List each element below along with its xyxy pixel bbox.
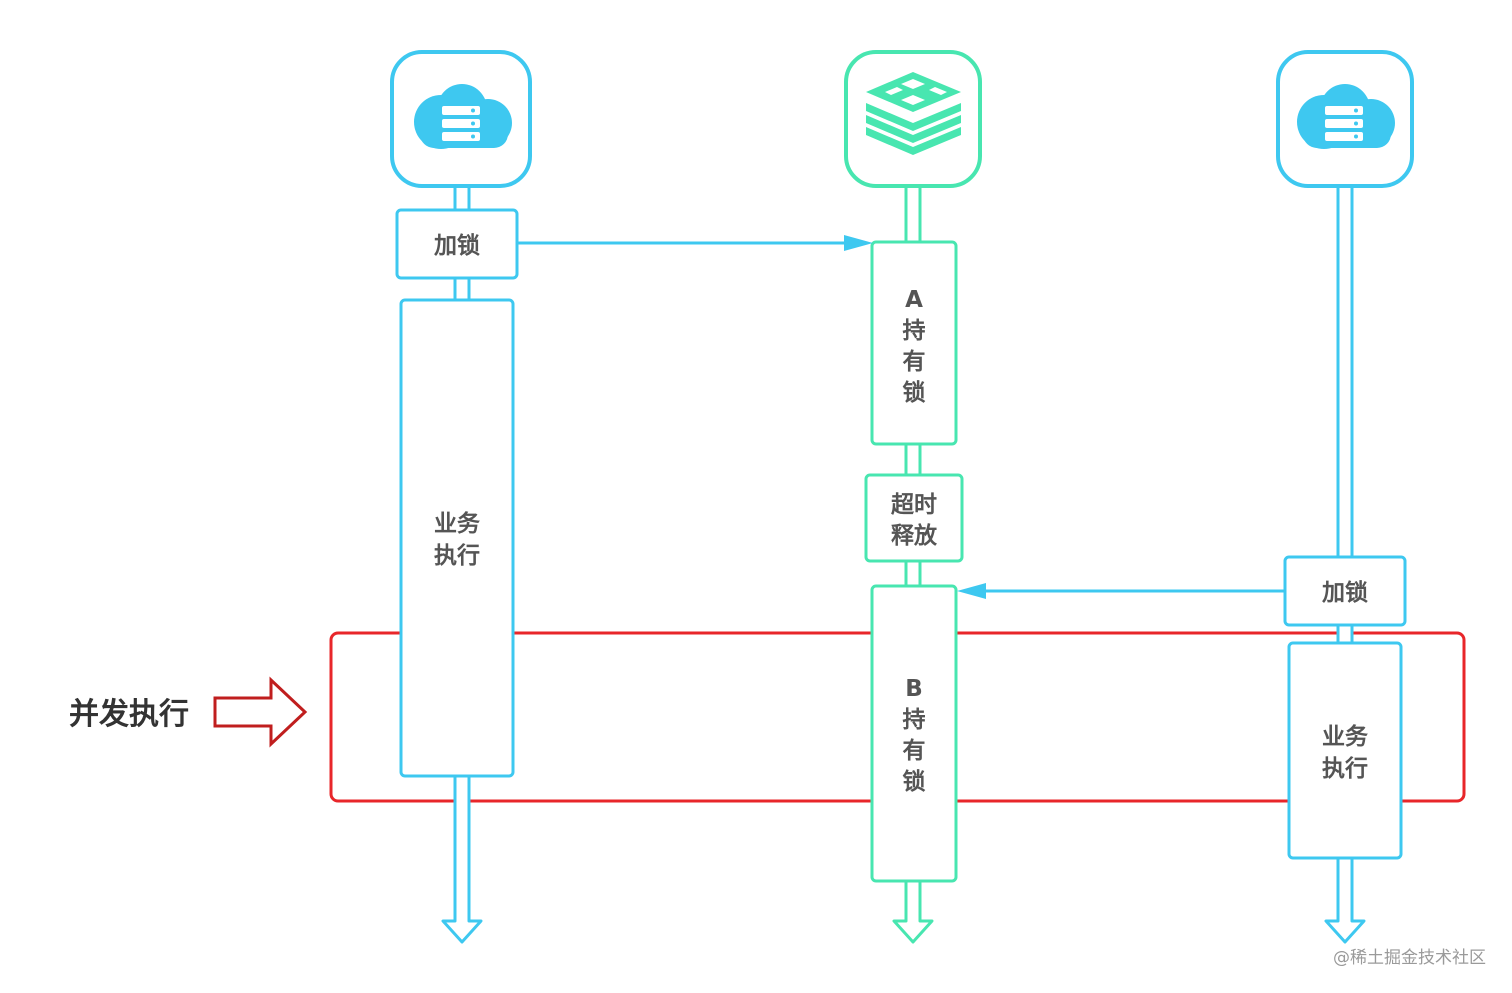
- client-b-down-arrow: [1324, 855, 1366, 944]
- client-a-lifeline: [441, 184, 483, 944]
- watermark: @稀土掘金技术社区: [1333, 948, 1486, 968]
- redis-down-arrow: [892, 878, 934, 944]
- client-b-exec-line1: 业务: [1322, 724, 1369, 750]
- client-a-exec-line1: 业务: [434, 511, 481, 537]
- redis-timeout-box: 超时 释放: [864, 473, 964, 563]
- hold-b-char-0: B: [905, 676, 923, 702]
- hold-b-char-1: 持: [903, 707, 926, 733]
- timeout-line2: 释放: [891, 522, 938, 549]
- arrowhead-left: [957, 583, 986, 599]
- client-a-lock-box: 加锁: [395, 208, 519, 280]
- client-b-lock-request-arrow: [957, 583, 1285, 599]
- client-a-down-arrow: [441, 773, 483, 944]
- client-a-exec-box: 业务 执行: [399, 298, 515, 778]
- redis-hold-b-box: B 持 有 锁: [870, 584, 958, 883]
- client-a-lock-label: 加锁: [433, 232, 480, 259]
- hold-a-char-2: 有: [903, 348, 926, 375]
- timeout-line1: 超时: [891, 492, 937, 518]
- redis-hold-a-box: A 持 有 锁: [870, 240, 958, 446]
- hold-a-char-1: 持: [903, 318, 926, 344]
- cloud-server-icon: [1297, 84, 1395, 149]
- hold-a-char-0: A: [905, 287, 923, 313]
- client-a-node: [390, 50, 532, 188]
- hold-a-char-3: 锁: [903, 379, 926, 406]
- redis-lifeline: [892, 184, 934, 944]
- redis-stack-icon: [866, 72, 961, 155]
- hold-b-char-3: 锁: [903, 768, 926, 795]
- client-b-exec-box: 业务 执行: [1287, 641, 1403, 860]
- hold-b-char-2: 有: [903, 737, 926, 764]
- cloud-server-icon: [414, 84, 512, 149]
- client-b-node: [1276, 50, 1414, 188]
- client-a-lock-request-arrow: [517, 235, 873, 251]
- concurrency-label: 并发执行: [69, 697, 189, 732]
- client-b-lock-label: 加锁: [1321, 579, 1368, 606]
- arrowhead-right: [844, 235, 873, 251]
- client-b-exec-line2: 执行: [1322, 755, 1368, 782]
- concurrency-arrow: [213, 676, 308, 748]
- client-b-lock-box: 加锁: [1283, 555, 1407, 627]
- client-a-exec-line2: 执行: [434, 542, 480, 569]
- redis-node: [844, 50, 982, 188]
